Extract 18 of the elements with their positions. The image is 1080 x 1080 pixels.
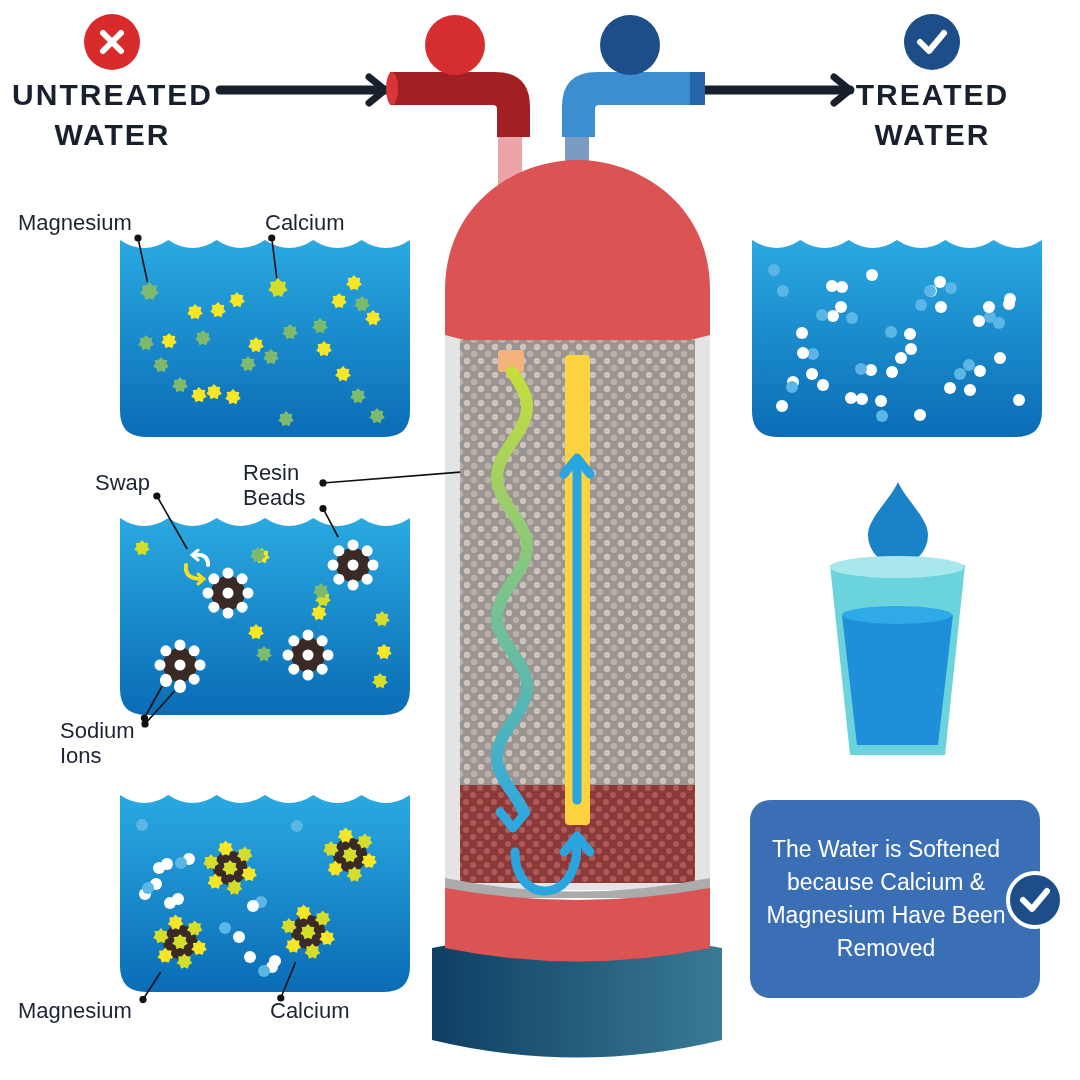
label: Calcium [270,998,360,1026]
leader-line [140,684,164,722]
leader-line [134,234,149,283]
leader-line [153,492,188,550]
leader-line [141,690,176,728]
leader-line [277,961,297,1002]
heading: TREATED WATER [850,75,1015,157]
label: Resin Beads [243,460,323,512]
label: Magnesium [18,998,143,1026]
leader-line [319,471,461,487]
leader-line [268,234,278,279]
info-card: The Water is Softened because Calcium & Magnesium Have Been Removed [750,800,1040,998]
label: Swap [95,470,157,496]
heading: UNTREATED WATER [5,75,220,157]
leader-line [139,971,162,1004]
label: Sodium Ions [60,718,145,770]
label: Calcium [265,210,355,238]
label: Magnesium [18,210,143,238]
